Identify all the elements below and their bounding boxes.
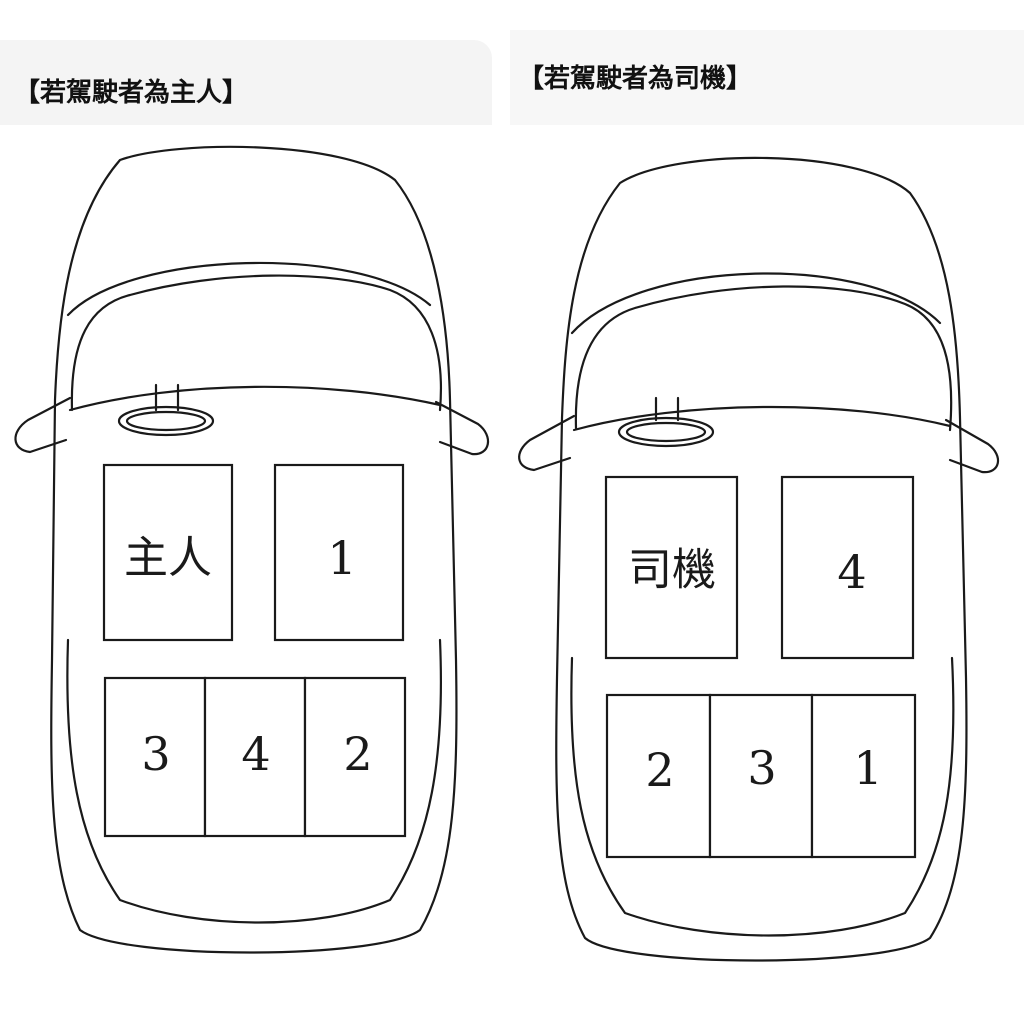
right-seat-front-right-label: 4	[837, 545, 866, 599]
left-mirror	[518, 414, 576, 472]
left-car-diagram: 主人 1 3 4 2	[14, 145, 489, 954]
left-seat-front-left	[102, 463, 234, 642]
right-seat-rear-left-label: 2	[645, 743, 674, 797]
car-body-outline	[555, 156, 968, 962]
car-body-outline	[50, 145, 458, 954]
cabin-floor-line	[570, 656, 955, 937]
right-seat-front-right	[780, 475, 915, 660]
right-seat-rear-middle	[708, 693, 814, 859]
windshield-line	[66, 261, 432, 317]
dashboard-line	[70, 274, 442, 412]
cabin-floor-line	[66, 638, 443, 924]
windshield-line	[570, 272, 942, 335]
left-seat-front-right	[273, 463, 405, 642]
left-seat-rear-middle-label: 4	[241, 727, 270, 781]
steering-wheel	[617, 416, 715, 448]
right-seat-front-left-label: 司機	[628, 545, 716, 596]
left-seat-rear-right-label: 2	[343, 727, 372, 781]
right-car-diagram: 司機 4 2 3 1	[518, 156, 999, 962]
left-seat-rear-right	[303, 676, 407, 838]
left-seat-rear-middle	[203, 676, 307, 838]
left-mirror	[14, 396, 72, 454]
right-seat-front-left	[604, 475, 739, 660]
steering-wheel-inner	[125, 410, 207, 432]
right-seat-rear-right	[810, 693, 917, 859]
right-seat-rear-right-label: 1	[853, 741, 882, 795]
steering-wheel-inner	[625, 421, 707, 443]
left-seat-front-right-label: 1	[327, 531, 356, 585]
right-seat-rear-middle-label: 3	[747, 741, 776, 795]
left-panel-background	[0, 40, 492, 125]
right-panel-background	[510, 30, 1024, 125]
left-seat-rear-left	[103, 676, 207, 838]
left-seat-front-left-label: 主人	[124, 533, 212, 584]
right-mirror	[434, 400, 489, 456]
right-title: 【若駕駛者為司機】	[518, 64, 753, 94]
left-title: 【若駕駛者為主人】	[14, 78, 249, 108]
steering-wheel	[117, 405, 215, 437]
dashboard-line	[574, 285, 953, 432]
left-seat-rear-left-label: 3	[141, 727, 170, 781]
dashboard-front-line	[68, 385, 442, 412]
dashboard-front-line	[572, 405, 952, 432]
right-mirror	[944, 418, 999, 474]
